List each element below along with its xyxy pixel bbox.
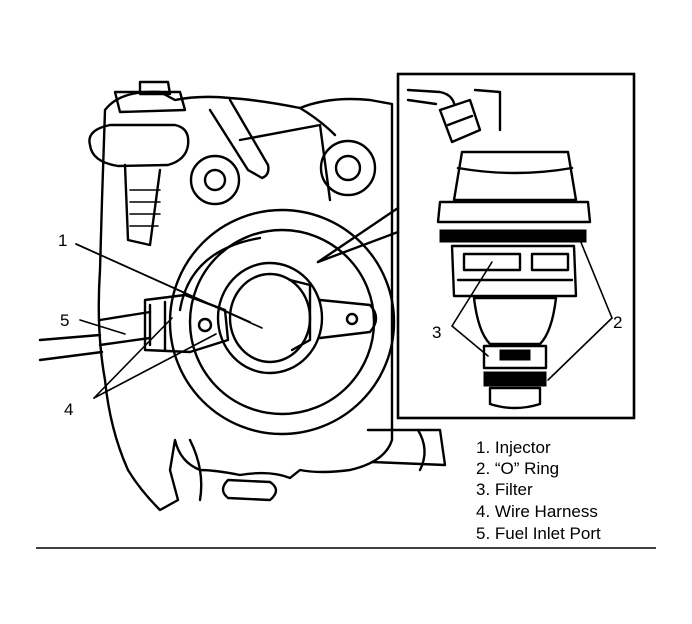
legend-item-3: 3. Filter <box>476 480 533 499</box>
callout-1: 1 <box>58 231 67 250</box>
legend-item-2: 2. “O” Ring <box>476 459 559 478</box>
callout-4: 4 <box>64 400 73 419</box>
throttle-body-drawing <box>38 80 447 512</box>
legend: 1. Injector 2. “O” Ring 3. Filter 4. Wir… <box>476 438 601 543</box>
injector-detail-drawing <box>406 88 592 410</box>
legend-item-4: 4. Wire Harness <box>476 502 598 521</box>
legend-item-5: 5. Fuel Inlet Port <box>476 524 601 543</box>
callout-3: 3 <box>432 323 441 342</box>
legend-item-1: 1. Injector <box>476 438 551 457</box>
inset-leader-lines <box>316 206 400 264</box>
callout-2: 2 <box>613 313 622 332</box>
callout-5: 5 <box>60 311 69 330</box>
callout-leaders <box>75 239 613 399</box>
